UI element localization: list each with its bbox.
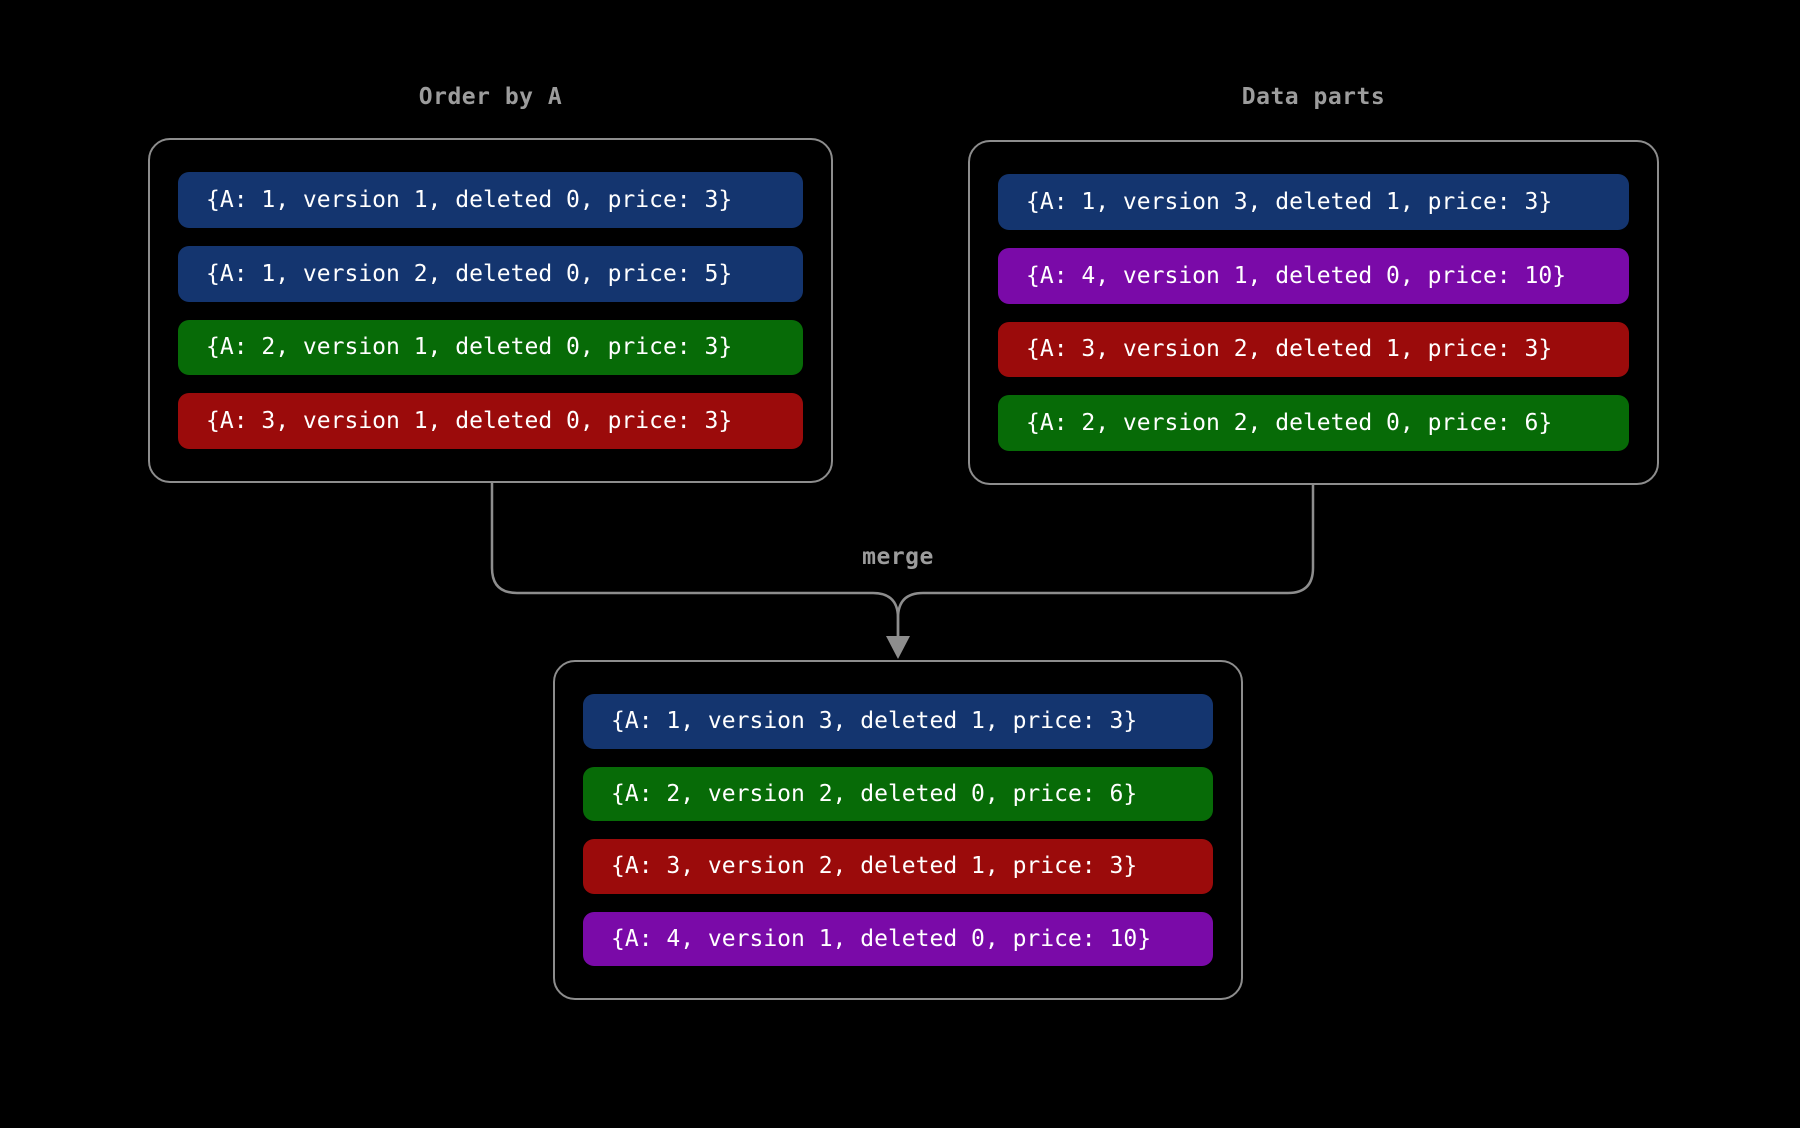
data-part-row: {A: 1, version 3, deleted 1, price: 3} <box>583 694 1213 749</box>
data-part-row: {A: 3, version 1, deleted 0, price: 3} <box>178 393 803 449</box>
data-part-row: {A: 4, version 1, deleted 0, price: 10} <box>583 911 1213 966</box>
data-parts-panel: {A: 1, version 3, deleted 1, price: 3} {… <box>968 140 1659 485</box>
data-part-row: {A: 1, version 1, deleted 0, price: 3} <box>178 172 803 228</box>
data-part-row: {A: 1, version 3, deleted 1, price: 3} <box>998 174 1629 230</box>
data-part-row: {A: 3, version 2, deleted 1, price: 3} <box>998 321 1629 378</box>
data-part-row: {A: 2, version 2, deleted 0, price: 6} <box>998 395 1629 451</box>
data-part-row: {A: 3, version 2, deleted 1, price: 3} <box>583 839 1213 894</box>
data-parts-title: Data parts <box>1241 84 1386 110</box>
data-part-row: {A: 1, version 2, deleted 0, price: 5} <box>178 245 803 302</box>
merge-label: merge <box>862 544 934 570</box>
order-by-a-title: Order by A <box>418 84 563 110</box>
arrow-down-icon <box>886 636 910 659</box>
order-by-a-panel: {A: 1, version 1, deleted 0, price: 3} {… <box>148 138 833 483</box>
merged-result-panel: {A: 1, version 3, deleted 1, price: 3} {… <box>553 660 1243 1000</box>
right-connector-line <box>896 485 1315 638</box>
left-connector-line <box>490 483 900 638</box>
data-part-row: {A: 2, version 2, deleted 0, price: 6} <box>583 766 1213 821</box>
data-part-row: {A: 2, version 1, deleted 0, price: 3} <box>178 319 803 376</box>
data-part-row: {A: 4, version 1, deleted 0, price: 10} <box>998 247 1629 304</box>
